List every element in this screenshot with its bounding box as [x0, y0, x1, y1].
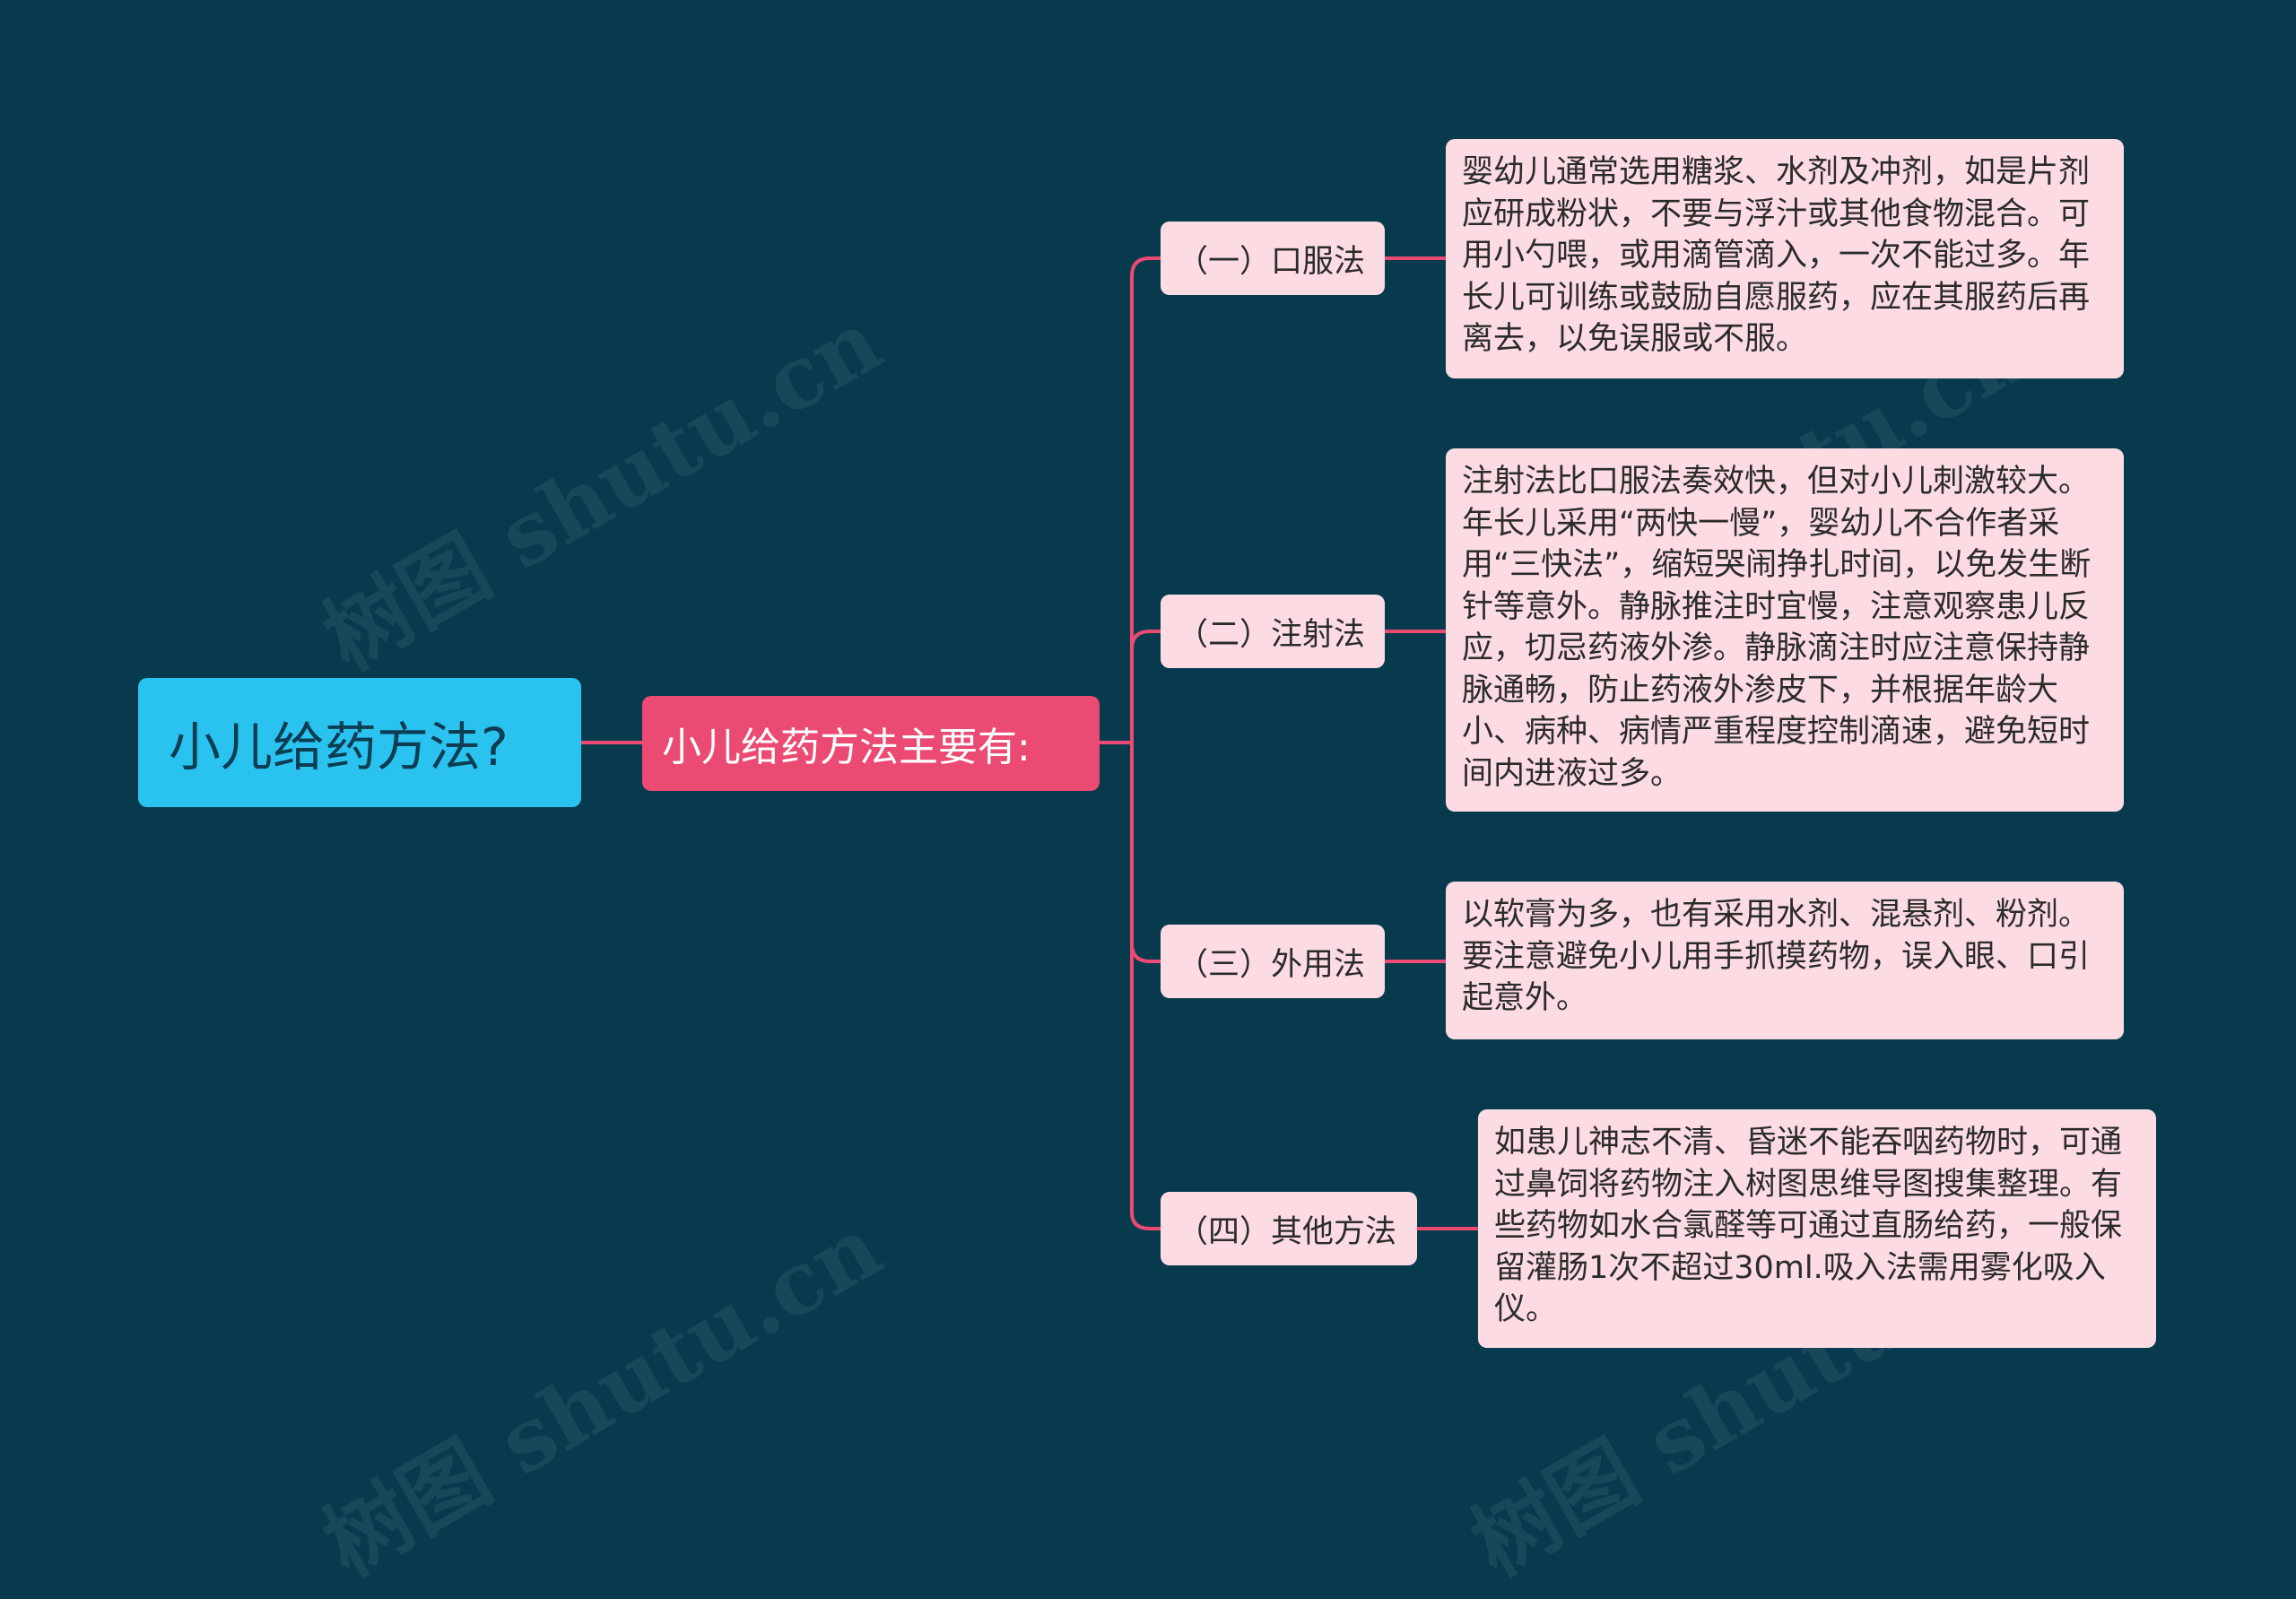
branch-node-external[interactable]: （三）外用法: [1161, 925, 1385, 998]
detail-node-oral[interactable]: 婴幼儿通常选用糖浆、水剂及冲剂，如是片剂应研成粉状，不要与浮汁或其他食物混合。可…: [1446, 139, 2124, 378]
detail-node-injection[interactable]: 注射法比口服法奏效快，但对小儿刺激较大。年长儿采用“两快一慢”，婴幼儿不合作者采…: [1446, 448, 2124, 812]
connector-trunk-branch-1: [1130, 256, 1162, 278]
hub-label: 小儿给药方法主要有:: [662, 725, 1031, 770]
root-node[interactable]: 小儿给药方法?: [138, 678, 581, 807]
detail-node-external[interactable]: 以软膏为多，也有采用水剂、混悬剂、粉剂。要注意避免小儿用手抓摸药物，误入眼、口引…: [1446, 882, 2124, 1039]
branch-label: （二）注射法: [1177, 616, 1366, 653]
root-label: 小儿给药方法?: [169, 717, 509, 778]
detail-node-other[interactable]: 如患儿神志不清、昏迷不能吞咽药物时，可通过鼻饲将药物注入树图思维导图搜集整理。有…: [1478, 1109, 2156, 1348]
branch-node-other[interactable]: （四）其他方法: [1161, 1192, 1417, 1265]
connector-trunk-branch-3: [1130, 942, 1162, 963]
connector-lines: [579, 256, 1480, 1230]
branch-label: （一）口服法: [1177, 243, 1366, 280]
detail-text: 婴幼儿通常选用糖浆、水剂及冲剂，如是片剂应研成粉状，不要与浮汁或其他食物混合。可…: [1462, 154, 2091, 357]
branch-label: （四）其他方法: [1177, 1213, 1397, 1250]
detail-text: 如患儿神志不清、昏迷不能吞咽药物时，可通过鼻饲将药物注入树图思维导图搜集整理。有…: [1494, 1125, 2123, 1327]
branch-node-oral[interactable]: （一）口服法: [1161, 222, 1385, 295]
connector-trunk-branch-4: [1130, 1211, 1162, 1230]
detail-text: 以软膏为多，也有采用水剂、混悬剂、粉剂。要注意避免小儿用手抓摸药物，误入眼、口引…: [1462, 897, 2091, 1016]
detail-text: 注射法比口服法奏效快，但对小儿刺激较大。年长儿采用“两快一慢”，婴幼儿不合作者采…: [1462, 464, 2092, 792]
connector-trunk-branch-2: [1130, 630, 1162, 651]
branch-node-injection[interactable]: （二）注射法: [1161, 595, 1385, 668]
branch-label: （三）外用法: [1177, 946, 1366, 983]
hub-node[interactable]: 小儿给药方法主要有:: [642, 696, 1100, 791]
